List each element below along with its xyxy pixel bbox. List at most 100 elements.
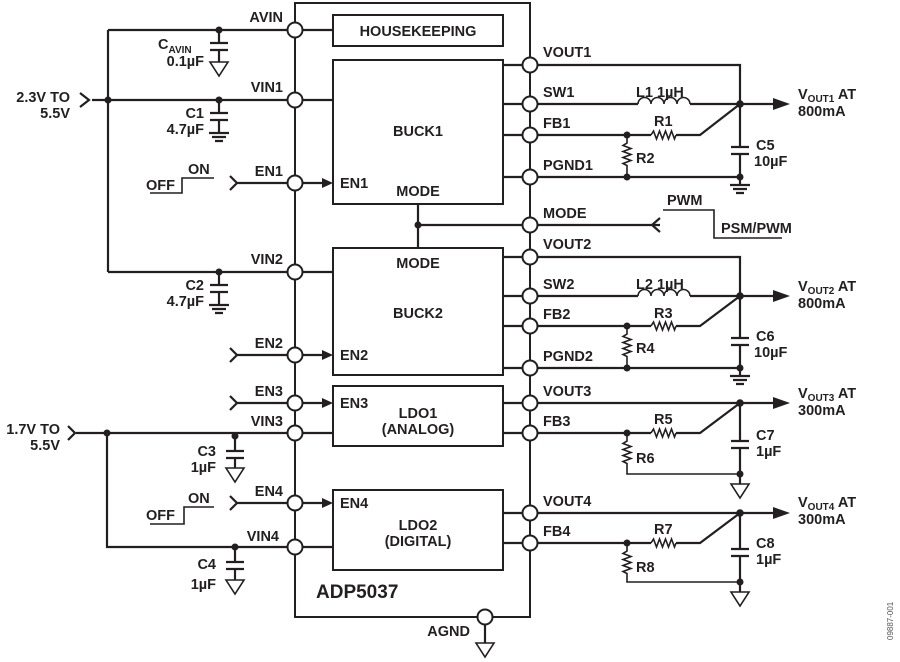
pin-pgnd1: [521, 168, 539, 186]
supply1-rail: [92, 28, 295, 274]
c3-capacitor-icon: [226, 436, 244, 468]
c1-value: 4.7µF: [167, 122, 205, 138]
buck2-block: [332, 247, 504, 376]
vout3-label: VOUT3 AT: [798, 386, 856, 404]
figure-code: 09887-001: [886, 601, 895, 640]
c8-name: C8: [756, 536, 775, 552]
en1-on-label: ON: [188, 162, 210, 178]
r5-label: R5: [654, 412, 673, 428]
pin-label-sw2: SW2: [543, 277, 574, 293]
r8-label: R8: [636, 560, 655, 576]
l1-label: L1 1µH: [636, 85, 684, 101]
vout2-label: VOUT2 AT: [798, 279, 856, 297]
fb2-wire: [530, 295, 741, 328]
c4-name: C4: [197, 557, 216, 573]
pin-label-en1: EN1: [255, 164, 283, 180]
cavin-ground-icon: [208, 61, 230, 78]
c1-capacitor-icon: [209, 100, 229, 143]
supply2-label-2: 5.5V: [30, 438, 60, 454]
fb4-wire: [530, 512, 741, 545]
left-pins: [286, 21, 304, 556]
vout2-arrow-icon: [773, 290, 790, 302]
agnd-ground-icon: [474, 642, 496, 659]
pin-label-en4: EN4: [255, 484, 283, 500]
supply1-junction: [104, 96, 112, 104]
mode-junction: [414, 221, 422, 229]
pin-label-sw1: SW1: [543, 85, 574, 101]
c8-capacitor-icon: [731, 513, 749, 592]
pin-fb1: [521, 126, 539, 144]
r4-resistor-icon: [620, 326, 634, 368]
c5-value: 10µF: [754, 154, 787, 170]
mode-step-icon: [663, 209, 782, 239]
pin-sw1: [521, 95, 539, 113]
r2-label: R2: [636, 151, 655, 167]
fb1-wire: [530, 103, 741, 137]
c4-ground-icon: [224, 579, 246, 596]
supply2-input-icon: [67, 425, 77, 441]
supply2-junction: [103, 429, 111, 437]
c8-junction: [736, 578, 744, 586]
buck2-label: BUCK2: [393, 306, 443, 322]
c4-capacitor-icon: [226, 547, 244, 580]
cavin-name: CAVIN: [158, 37, 192, 56]
pin-fb3: [521, 424, 539, 442]
r3-label: R3: [654, 306, 673, 322]
r1-label: R1: [654, 114, 673, 130]
cavin-capacitor-icon: [210, 30, 228, 62]
c6-capacitor-icon: [530, 296, 750, 386]
pin-avin: [286, 21, 304, 39]
pin-label-vout1: VOUT1: [543, 45, 591, 61]
en4-on-label: ON: [188, 491, 210, 507]
en1-off-label: OFF: [146, 178, 175, 194]
buck2-mode-label: MODE: [396, 256, 440, 272]
pin-label-vin4: VIN4: [247, 529, 279, 545]
vout4-current: 300mA: [798, 512, 846, 528]
c7-value: 1µF: [756, 444, 781, 460]
fb3-wire: [530, 402, 741, 435]
ldo2-block: [332, 489, 504, 571]
pin-vin4: [286, 538, 304, 556]
pin-vout3: [521, 394, 539, 412]
vout2-sense-wire: [530, 255, 742, 296]
pin-label-vin1: VIN1: [251, 80, 283, 96]
en1-input-icon: [229, 175, 295, 191]
c7-name: C7: [756, 428, 775, 444]
en2-arrow-icon: [322, 350, 333, 360]
c8-value: 1µF: [756, 552, 781, 568]
pin-label-vout2: VOUT2: [543, 237, 591, 253]
c2-capacitor-icon: [209, 272, 229, 315]
c7-ground-icon: [729, 483, 751, 500]
mode-psm-pwm-label: PSM/PWM: [721, 221, 792, 237]
l1-inductor-icon: [637, 96, 691, 105]
c2-name: C2: [185, 278, 204, 294]
pin-en4: [286, 494, 304, 512]
supply1-input-icon: [79, 92, 91, 108]
en1-step-icon: [150, 177, 214, 194]
pin-label-vout4: VOUT4: [543, 494, 591, 510]
pin-mode: [521, 216, 539, 234]
r2-junction: [623, 173, 631, 181]
l2-inductor-icon: [637, 288, 691, 297]
housekeeping-label: HOUSEKEEPING: [360, 24, 477, 40]
r1-resistor-icon: [650, 128, 677, 142]
pin-sw2: [521, 287, 539, 305]
ldo1-sublabel: (ANALOG): [382, 422, 455, 438]
pin-label-vin3: VIN3: [251, 414, 283, 430]
mode-input-icon: [650, 217, 661, 233]
pin-vout2: [521, 248, 539, 266]
supply1-label-1: 2.3V TO: [16, 90, 70, 106]
en4-arrow-icon: [322, 498, 333, 508]
pin-vout4: [521, 504, 539, 522]
pin-en3: [286, 394, 304, 412]
c3-value: 1µF: [191, 460, 216, 476]
ldo1-block: [332, 385, 504, 447]
en3-input-icon: [229, 395, 295, 411]
en4-step-icon: [150, 506, 214, 525]
en3-arrow-icon: [322, 398, 333, 408]
pin-fb2: [521, 317, 539, 335]
c4-value: 1µF: [191, 577, 216, 593]
vout4-label: VOUT4 AT: [798, 495, 856, 513]
pin-pgnd2: [521, 359, 539, 377]
